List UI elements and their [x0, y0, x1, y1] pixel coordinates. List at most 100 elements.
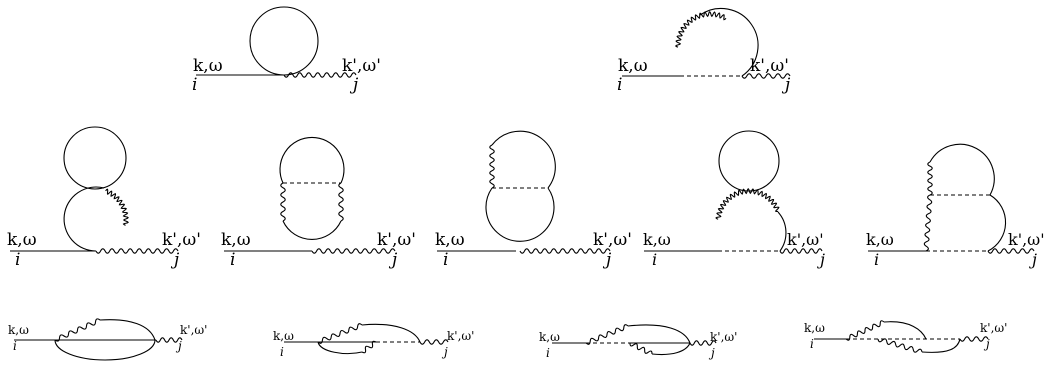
index-out: j: [1029, 250, 1037, 269]
wavy-line-out: [311, 248, 396, 254]
wavy-left-upper: [927, 161, 933, 196]
wavy-right: [338, 182, 344, 222]
index-out: j: [441, 345, 448, 359]
diagram-sunset-1: k,ω i k',ω' j: [8, 318, 207, 361]
wavy-arc-upper: [317, 323, 363, 344]
diagram-exchange-loop: k,ω i k',ω' j: [617, 7, 791, 95]
loop-arc-right: [987, 194, 1007, 252]
index-out: j: [983, 337, 990, 351]
label-in: k,ω: [7, 230, 37, 250]
label-out: k',ω': [787, 230, 824, 249]
wavy-arc: [105, 188, 129, 226]
lower-arc-left: [317, 341, 363, 355]
index-in: i: [230, 250, 235, 270]
lower-arc: [54, 339, 156, 361]
label-out: k',ω': [593, 230, 632, 250]
index-out: j: [708, 346, 715, 360]
index-out: j: [349, 75, 359, 95]
wavy-line-out: [155, 337, 183, 343]
wavy-line-out: [987, 248, 1035, 254]
index-in: i: [617, 75, 622, 95]
lower-loop: [485, 187, 555, 242]
index-out: j: [602, 250, 612, 270]
upper-loop: [63, 126, 127, 190]
diagram-sunset-4: k,ω i k',ω' j: [804, 320, 1007, 353]
wavy-arc: [715, 187, 780, 220]
label-in: k,ω: [193, 56, 223, 76]
label-out: k',ω': [162, 230, 201, 250]
label-out: k',ω': [980, 321, 1007, 335]
diagram-snowman-1: k,ω i k',ω' j: [7, 126, 201, 270]
index-in: i: [13, 339, 17, 353]
wavy-left-lower: [923, 194, 933, 252]
wavy-line-out: [741, 73, 791, 79]
upper-arc: [929, 143, 995, 196]
wavy-left: [280, 182, 286, 222]
index-in: i: [652, 250, 657, 269]
diagram-sunset-2: k,ω i k',ω' j: [273, 323, 474, 359]
wavy-line-out: [419, 339, 449, 345]
label-out: k',ω': [180, 323, 207, 337]
diagram-snowman-4: k,ω i k',ω' j: [643, 130, 825, 269]
label-out: k',ω': [1008, 230, 1045, 249]
label-in: k,ω: [539, 330, 560, 344]
upper-loop: [279, 136, 345, 184]
wavy-arc-lower: [361, 340, 377, 354]
wavy-line-out: [689, 340, 717, 346]
wavy-arc-lower: [629, 342, 653, 355]
index-in: i: [810, 337, 814, 351]
lower-arc-right: [651, 342, 691, 356]
upper-loop: [718, 130, 780, 192]
wavy-line-out: [959, 336, 989, 342]
lower-arc: [282, 220, 342, 241]
label-in: k,ω: [804, 321, 825, 335]
label-in: k,ω: [221, 230, 251, 250]
diagram-sunset-3: k,ω i k',ω' j: [539, 324, 737, 360]
diagram-tadpole: k,ω i k',ω' j: [192, 6, 381, 95]
loop-arc-right: [777, 211, 787, 252]
index-out: j: [175, 339, 182, 353]
wavy-arc-upper: [54, 318, 101, 342]
diagram-snowman-2: k,ω i k',ω' j: [221, 136, 416, 270]
label-in: k,ω: [8, 323, 29, 337]
wavy-line-out: [779, 248, 823, 254]
loop-circle: [249, 6, 319, 76]
label-out: k',ω': [342, 56, 381, 76]
label-out: k',ω': [710, 330, 737, 344]
label-in: k,ω: [273, 329, 294, 343]
diagram-snowman-3: k,ω i k',ω' j: [435, 130, 632, 270]
loop-arc: [699, 7, 759, 77]
wavy-arc-upper: [585, 324, 629, 345]
lower-arc-right: [921, 338, 961, 353]
index-in: i: [443, 250, 448, 270]
index-in: i: [192, 75, 197, 95]
lower-loop: [63, 186, 105, 252]
label-in: k,ω: [618, 56, 648, 76]
upper-arc-right: [99, 319, 156, 341]
index-in: i: [15, 250, 20, 270]
upper-arc: [491, 130, 556, 189]
wavy-line-out: [283, 72, 357, 78]
upper-arc-right: [627, 324, 691, 344]
label-in: k,ω: [866, 230, 894, 249]
upper-arc-right: [883, 321, 927, 340]
index-in: i: [546, 346, 550, 360]
wavy-line-out: [519, 248, 611, 254]
label-in: k,ω: [643, 230, 671, 249]
label-out: k',ω': [447, 329, 474, 343]
index-out: j: [817, 250, 825, 269]
index-out: j: [388, 250, 398, 270]
label-out: k',ω': [750, 56, 789, 76]
wavy-left: [489, 144, 495, 189]
wavy-arc-upper: [845, 320, 885, 341]
index-out: j: [781, 75, 791, 95]
index-out: j: [170, 250, 180, 270]
label-in: k,ω: [435, 230, 465, 250]
diagram-snowman-5: k,ω i k',ω' j: [866, 143, 1045, 269]
index-in: i: [280, 345, 284, 359]
wavy-line-out: [95, 248, 179, 254]
wavy-arc: [674, 10, 727, 48]
index-in: i: [874, 250, 879, 269]
wavy-arc-lower: [877, 338, 923, 353]
